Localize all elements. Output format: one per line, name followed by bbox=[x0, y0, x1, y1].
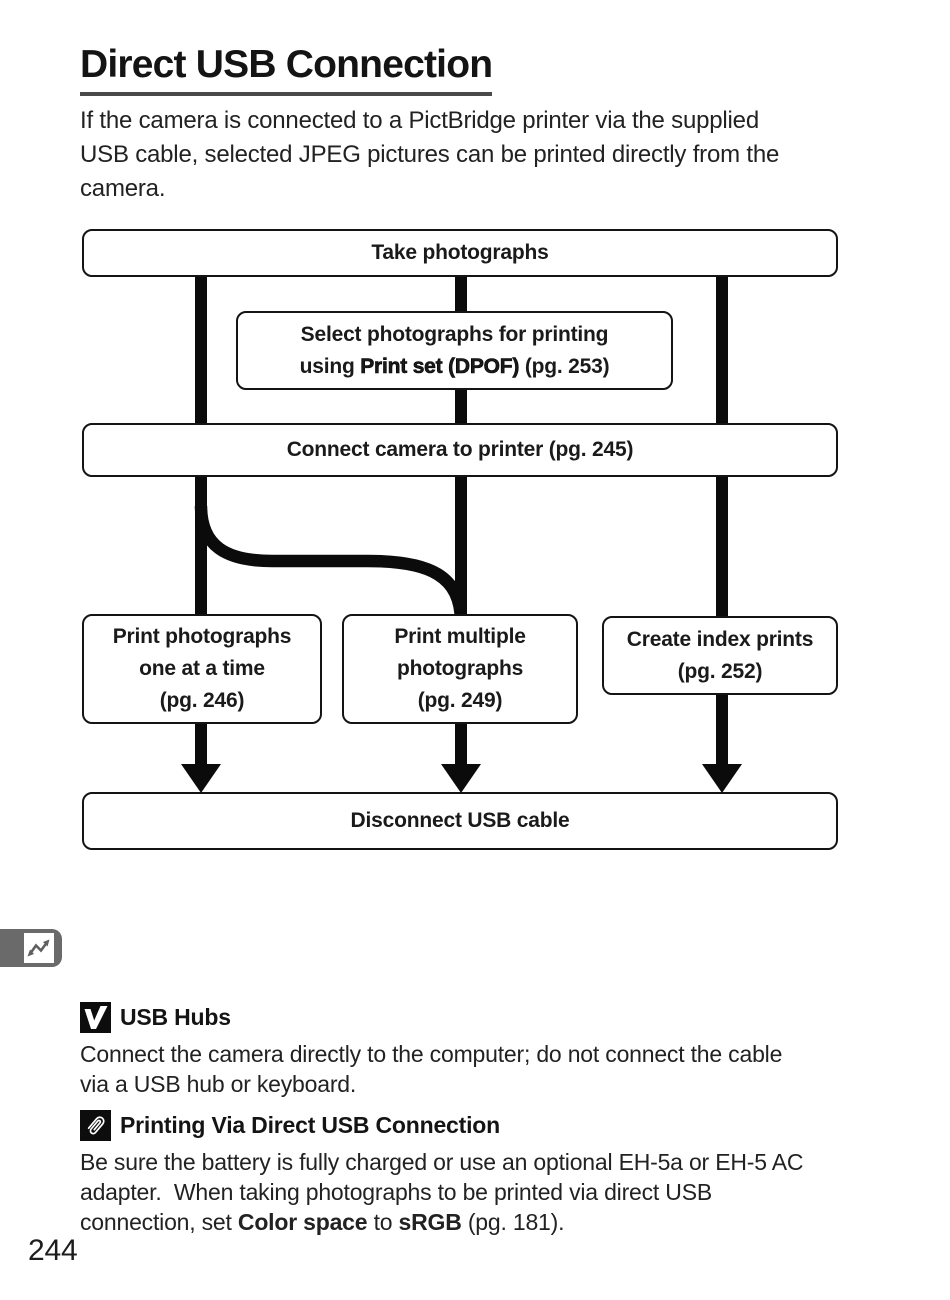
printing-line3-pre: connection, set bbox=[80, 1209, 238, 1235]
flow-box-disconnect-label: Disconnect USB cable bbox=[350, 809, 570, 832]
printing-body-line3: connection, set Color space to sRGB (pg.… bbox=[80, 1207, 803, 1237]
intro-line-3: camera. bbox=[80, 175, 166, 202]
intro-line-2: USB cable, selected JPEG pictures can be… bbox=[80, 141, 780, 168]
flow-box-index-line2: (pg. 252) bbox=[677, 659, 763, 683]
usb-hubs-body: Connect the camera directly to the compu… bbox=[80, 1039, 782, 1099]
flow-box-print-one-line3: (pg. 246) bbox=[159, 689, 245, 712]
flow-curve-left-to-center bbox=[194, 505, 468, 623]
printing-heading: Printing Via Direct USB Connection bbox=[120, 1112, 500, 1138]
flow-box-take-label: Take photographs bbox=[371, 241, 549, 264]
page-number: 244 bbox=[28, 1234, 78, 1267]
sidebar-section-tab bbox=[0, 929, 62, 967]
flow-box-print-multi-line1: Print multiple bbox=[394, 625, 526, 648]
flow-box-index-line1: Create index prints bbox=[626, 627, 814, 651]
flow-box-create-index-prints: Create index prints (pg. 252) bbox=[602, 616, 838, 695]
printing-line3-mid: to bbox=[367, 1209, 399, 1235]
usb-hubs-body-line2: via a USB hub or keyboard. bbox=[80, 1071, 357, 1097]
connection-zigzag-arrow-icon bbox=[24, 933, 54, 963]
flow-box-print-multi-line3: (pg. 249) bbox=[417, 689, 503, 712]
checkmark-caution-icon bbox=[80, 1002, 111, 1033]
printing-line3-post: (pg. 181). bbox=[461, 1209, 565, 1235]
usb-hubs-body-line1: Connect the camera directly to the compu… bbox=[80, 1041, 783, 1067]
flow-box-disconnect-usb: Disconnect USB cable bbox=[82, 792, 838, 850]
flow-box-select-line2-post: (pg. 253) bbox=[519, 354, 610, 378]
flow-box-print-multiple: Print multiple photographs (pg. 249) bbox=[342, 614, 578, 724]
intro-paragraph: If the camera is connected to a PictBrid… bbox=[80, 104, 779, 206]
flow-box-print-one-line1: Print photographs bbox=[112, 625, 292, 648]
flow-box-print-multi-line2: photographs bbox=[396, 657, 524, 680]
paperclip-note-icon bbox=[80, 1110, 111, 1141]
printing-body: Be sure the battery is fully charged or … bbox=[80, 1147, 803, 1237]
usb-hubs-heading: USB Hubs bbox=[120, 1004, 231, 1030]
flow-box-select-line2-pre: using bbox=[299, 354, 361, 378]
flow-arrowhead-left bbox=[181, 764, 221, 793]
flow-arrowhead-center bbox=[441, 764, 481, 793]
printing-body-line1: Be sure the battery is fully charged or … bbox=[80, 1149, 804, 1175]
flow-box-connect-camera: Connect camera to printer (pg. 245) bbox=[82, 423, 838, 477]
flow-box-select-line2-strong: Print set (DPOF) bbox=[360, 354, 520, 378]
flow-box-print-one-at-a-time: Print photographs one at a time (pg. 246… bbox=[82, 614, 322, 724]
intro-line-1: If the camera is connected to a PictBrid… bbox=[80, 107, 759, 134]
flow-box-select-line1: Select photographs for printing bbox=[300, 322, 609, 346]
flow-arrowhead-right bbox=[702, 764, 742, 793]
page-title: Direct USB Connection bbox=[80, 43, 493, 96]
flow-box-select-line2: using Print set (DPOF) (pg. 253) bbox=[300, 351, 610, 383]
printing-line3-color-space: Color space bbox=[237, 1209, 368, 1235]
flow-box-select-photographs: Select photographs for printing using Pr… bbox=[236, 311, 673, 390]
printing-line3-srgb: sRGB bbox=[398, 1209, 462, 1235]
flow-box-take-photographs: Take photographs bbox=[82, 229, 838, 277]
flow-box-print-one-line2: one at a time bbox=[139, 657, 265, 680]
flow-box-connect-label: Connect camera to printer (pg. 245) bbox=[286, 438, 634, 461]
printing-body-line2: adapter. When taking photographs to be p… bbox=[80, 1179, 712, 1205]
